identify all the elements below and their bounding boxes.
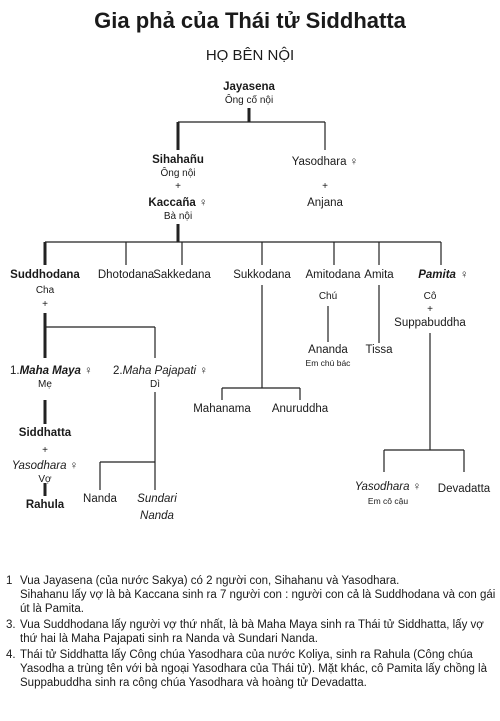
person-sukkodana: Sukkodana (233, 269, 291, 281)
person-sihahanu: Sihahañu (152, 154, 204, 166)
maha-maya-name: Maha Maya (19, 365, 81, 377)
marriage-plus: + (42, 445, 48, 456)
role-sihahanu: Ông nội (160, 168, 196, 179)
person-maha-pajapati: 2.Maha Pajapati ♀ (113, 365, 208, 378)
role-ananda: Em chú bác (305, 358, 351, 368)
person-kaccana: Kaccaña ♀ (148, 197, 208, 209)
female-symbol: ♀ (199, 365, 208, 377)
person-suppabuddha: Suppabuddha (394, 317, 466, 329)
person-nanda: Nanda (83, 493, 117, 505)
note-item: 1 Vua Jayasena (của nước Sakya) có 2 ngư… (6, 574, 496, 616)
note-text: Thái tử Siddhatta lấy Công chúa Yasodhar… (20, 649, 487, 689)
person-pamita: Pamita ♀ (418, 269, 468, 281)
person-tissa: Tissa (365, 344, 393, 356)
note-item: 3. Vua Suddhodana lấy người vợ thứ nhất,… (6, 618, 496, 646)
person-sundari-nanda-line2: Nanda (140, 510, 174, 522)
role-maha-pajapati: Dì (150, 379, 160, 390)
person-sundari-nanda: Sundari (137, 493, 177, 505)
marriage-plus: + (322, 181, 328, 192)
person-jayasena: Jayasena (223, 81, 275, 93)
person-yasodhara-wife: Yasodhara ♀ (11, 460, 79, 472)
person-yasodhara-elder: Yasodhara ♀ (291, 156, 359, 168)
wife-number: 1. (10, 365, 20, 377)
role-suddhodana: Cha (35, 285, 55, 296)
marriage-plus: + (427, 304, 433, 315)
female-symbol: ♀ (84, 365, 93, 377)
genealogy-notes: 1 Vua Jayasena (của nước Sakya) có 2 ngư… (6, 574, 496, 692)
role-yasodhara-wife: Vợ (38, 474, 52, 485)
person-suddhodana: Suddhodana (10, 269, 80, 281)
note-number: 1 (6, 575, 13, 587)
marriage-plus: + (42, 299, 48, 310)
person-anuruddha: Anuruddha (271, 403, 329, 415)
role-kaccana: Bà nội (163, 211, 193, 222)
note-number: 4. (6, 649, 16, 661)
role-jayasena: Ông cố nội (224, 95, 274, 106)
note-number: 3. (6, 619, 16, 631)
maha-pajapati-name: Maha Pajapati (122, 365, 197, 377)
person-devadatta: Devadatta (437, 483, 491, 495)
note-text: Vua Suddhodana lấy người vợ thứ nhất, là… (20, 619, 484, 645)
person-rahula: Rahula (25, 499, 65, 511)
note-text: Vua Jayasena (của nước Sakya) có 2 người… (20, 575, 496, 615)
person-yasodhara-cousin: Yasodhara ♀ (354, 481, 422, 493)
person-ananda: Ananda (308, 344, 348, 356)
family-tree-connectors (43, 108, 465, 496)
wife-number: 2. (113, 365, 123, 377)
person-maha-maya: 1.Maha Maya ♀ (10, 365, 93, 378)
page-subtitle: HỌ BÊN NỘI (205, 47, 295, 64)
marriage-plus: + (175, 181, 181, 192)
person-dhotodana: Dhotodana (97, 269, 155, 281)
page-title: Gia phả của Thái tử Siddhatta (94, 8, 406, 33)
person-mahanama: Mahanama (193, 403, 251, 415)
person-anjana: Anjana (307, 197, 343, 209)
person-amitodana: Amitodana (305, 269, 361, 281)
person-amita: Amita (364, 269, 394, 281)
note-item: 4. Thái tử Siddhatta lấy Công chúa Yasod… (6, 648, 496, 690)
role-yasodhara-cousin: Em cô cậu (367, 496, 409, 506)
role-pamita: Cô (423, 291, 437, 302)
person-siddhatta: Siddhatta (18, 427, 72, 439)
role-maha-maya: Mẹ (38, 379, 52, 390)
role-amitodana: Chú (318, 291, 338, 302)
person-sakkedana: Sakkedana (153, 269, 211, 281)
